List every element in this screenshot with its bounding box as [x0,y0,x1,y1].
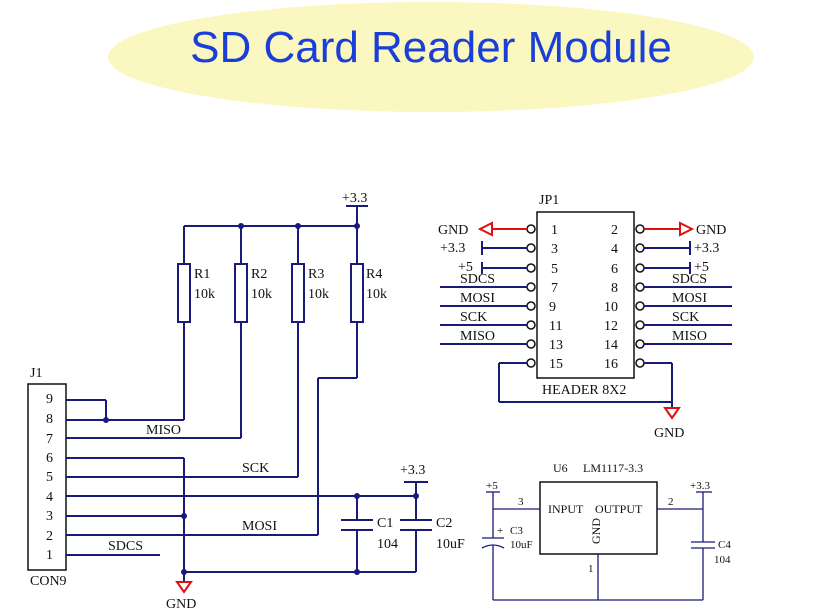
u6-ref: U6 [553,461,568,475]
j1-part: CON9 [30,574,67,589]
c3-ref: C3 [510,525,523,537]
jp1-right-label-2: GND [696,223,726,238]
r3-value: 10k [308,287,329,302]
jp1-pin-5: 5 [551,262,558,277]
jp1-right-label-14: MISO [672,329,707,344]
c1-ref: C1 [377,516,393,531]
j1-pin-7: 7 [46,432,53,447]
j1-pin-2: 2 [46,529,53,544]
c1-value: 104 [377,537,398,552]
c3-value: 10uF [510,539,533,551]
jp1-pin-1: 1 [551,223,558,238]
r3-ref: R3 [308,267,324,282]
j1-pin-4: 4 [46,490,53,505]
jp1-pin-16: 16 [604,357,618,372]
net-miso-label: MISO [146,423,181,438]
j1-wires: MISO SCK MOSI SDCS [66,399,416,575]
resistor-r4: R4 10k [317,226,387,535]
r4-value: 10k [366,287,387,302]
j1-pin-8: 8 [46,412,53,427]
net-sck-label: SCK [242,461,269,476]
u6-gnd-label: GND [589,518,603,544]
jp1-left-label-1: GND [438,223,468,238]
jp1-pin-13: 13 [549,338,563,353]
jp1-right-label-4: +3.3 [694,241,719,256]
jp1-pin-3: 3 [551,242,558,257]
jp1-left-nets: GND +3.3 +5 SDCS MOSI SCK MISO [438,221,672,403]
jp1-right-nets: GND +3.3 +5 SDCS MOSI SCK MISO GND [644,221,732,441]
resistor-r1: R1 10k [177,226,215,420]
u6-supply-out-label: +3.3 [690,480,710,492]
jp1-pin-15: 15 [549,357,563,372]
jp1-pin-7: 7 [551,281,558,296]
c3-polarity: + [497,525,503,537]
jp1-left-label-9: MOSI [460,291,495,306]
top-supply-label: +3.3 [342,191,367,206]
jp1-right-label-8: SDCS [672,272,707,287]
jp1-left-label-13: MISO [460,329,495,344]
c-supply-label: +3.3 [400,463,425,478]
u6-pin-out: 2 [668,496,674,508]
c4-ref: C4 [718,539,731,551]
gnd-symbol-j1: GND [166,572,196,612]
jp1-pin-8: 8 [611,281,618,296]
header-jp1: JP1 HEADER 8X2 1 3 5 7 9 11 13 15 2 4 6 … [526,193,645,398]
jp1-part: HEADER 8X2 [542,383,626,398]
title-banner [108,2,754,112]
c4-value: 104 [714,554,731,566]
net-mosi-label: MOSI [242,519,277,534]
j1-pin-3: 3 [46,509,53,524]
u6-input-label: INPUT [548,502,584,516]
jp1-right-label-12: SCK [672,310,699,325]
jp1-pin-2: 2 [611,223,618,238]
capacitors-c1-c2: +3.3 C1 104 C2 10uF [341,463,465,575]
jp1-right-label-6: +5 [694,260,709,275]
c2-ref: C2 [436,516,452,531]
j1-pin-5: 5 [46,470,53,485]
jp1-right-label-10: MOSI [672,291,707,306]
jp1-left-label-11: SCK [460,310,487,325]
resistor-r2: R2 10k [234,226,272,438]
r1-ref: R1 [194,267,210,282]
jp1-left-label-3: +3.3 [440,241,465,256]
r1-value: 10k [194,287,215,302]
j1-pin-1: 1 [46,548,53,563]
r4-ref: R4 [366,267,382,282]
j1-pin-6: 6 [46,451,53,466]
jp1-pin-11: 11 [549,319,562,334]
gnd-label-j1: GND [166,597,196,612]
r2-value: 10k [251,287,272,302]
jp1-left-label-5: +5 [458,260,473,275]
c2-value: 10uF [436,537,465,552]
u6-output-label: OUTPUT [595,502,643,516]
resistor-r3: R3 10k [291,226,329,477]
jp1-pin-10: 10 [604,300,618,315]
top-supply: +3.3 [184,191,368,229]
gnd-label-jp1: GND [654,426,684,441]
u6-pin-in: 3 [518,496,524,508]
page-title: SD Card Reader Module [190,23,672,72]
jp1-pin-4: 4 [611,242,618,257]
jp1-pin-12: 12 [604,319,618,334]
jp1-pin-9: 9 [549,300,556,315]
net-sdcs-label: SDCS [108,539,143,554]
connector-j1: J1 9 8 7 6 5 4 3 2 1 CON9 [27,366,67,589]
j1-pin-9: 9 [46,392,53,407]
j1-ref: J1 [30,366,42,381]
u6-pin-gnd: 1 [588,563,594,575]
jp1-left-label-7: SDCS [460,272,495,287]
jp1-ref: JP1 [539,193,559,208]
jp1-pin-6: 6 [611,262,618,277]
r2-ref: R2 [251,267,267,282]
regulator-u6: U6 LM1117-3.3 INPUT OUTPUT GND +5 3 + C3… [481,461,731,601]
jp1-pin-14: 14 [604,338,618,353]
u6-supply5-label: +5 [486,480,498,492]
u6-part: LM1117-3.3 [583,461,643,475]
